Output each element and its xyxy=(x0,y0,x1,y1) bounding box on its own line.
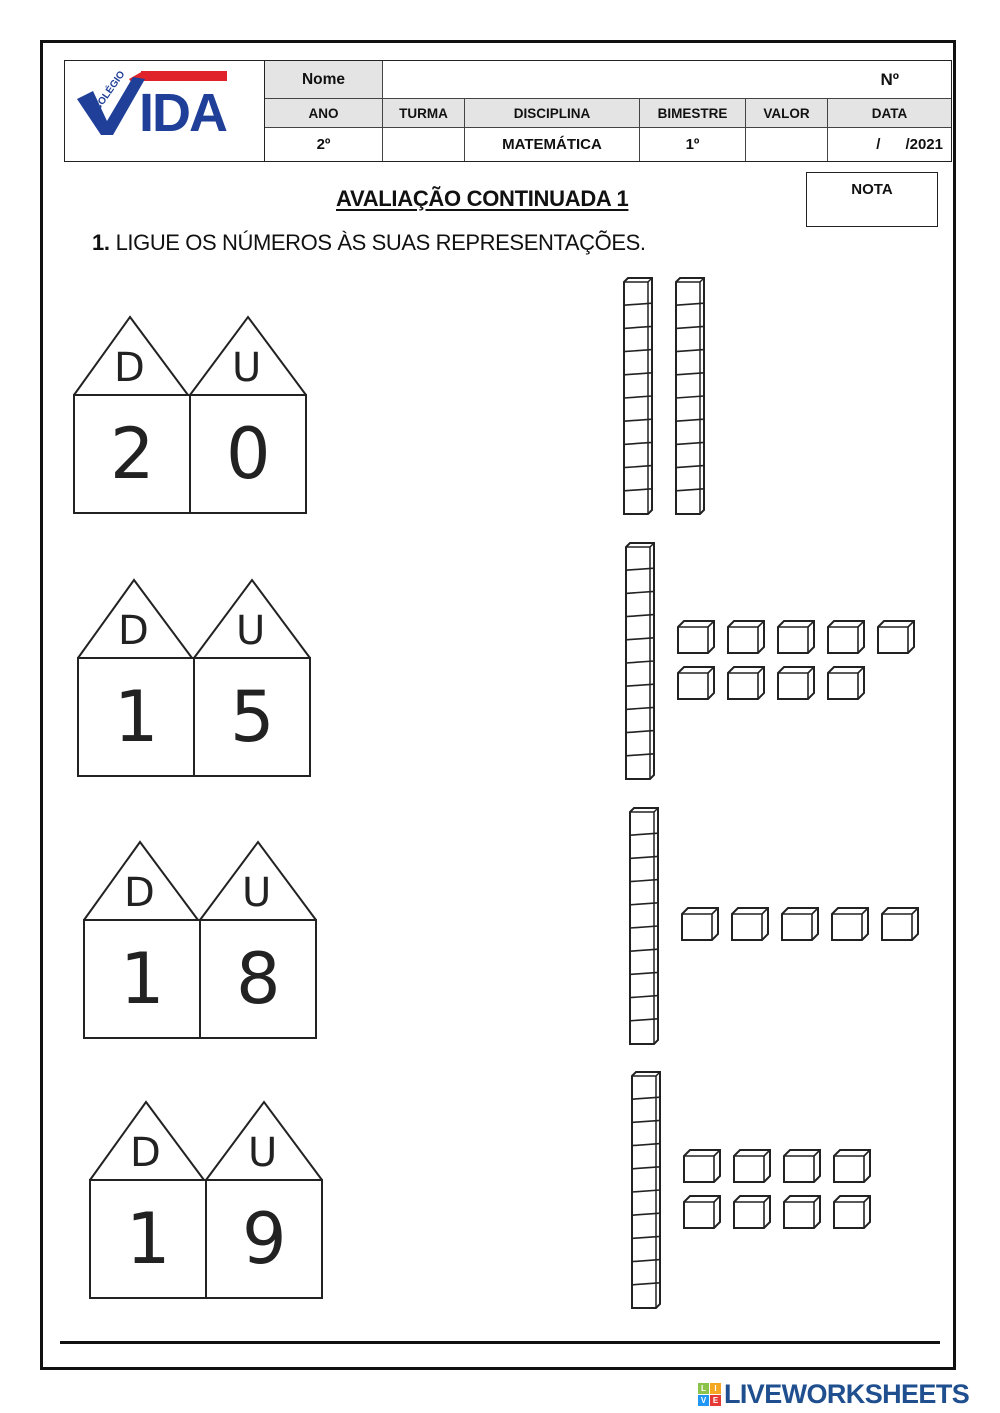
school-logo: COLÉGIO IDA xyxy=(65,61,265,161)
page-title: AVALIAÇÃO CONTINUADA 1 xyxy=(336,186,629,211)
worksheet-page xyxy=(40,40,956,1370)
tile-l: L xyxy=(698,1383,709,1394)
ten-rod-icon xyxy=(624,541,656,786)
valor-field[interactable] xyxy=(746,128,828,161)
numero-label: Nº xyxy=(880,69,900,89)
tens-digit: 1 xyxy=(114,676,159,758)
footer-rule xyxy=(60,1341,940,1344)
tens-label: D xyxy=(130,1130,161,1176)
unit-cube-icon xyxy=(726,665,766,706)
data-field[interactable]: / /2021 xyxy=(876,136,943,153)
unit-cube-icon xyxy=(676,665,716,706)
header-table: COLÉGIO IDA Nome Nº ANO TURMA DISCIPLINA… xyxy=(64,60,952,162)
unit-cube-icon xyxy=(776,619,816,660)
unit-cube-icon xyxy=(782,1148,822,1189)
unit-cube-icon xyxy=(680,906,720,947)
nome-label: Nome xyxy=(265,61,383,99)
unit-cube-icon xyxy=(832,1148,872,1189)
nome-field[interactable]: Nº xyxy=(383,61,951,99)
place-value-house[interactable]: D U 1 5 xyxy=(76,578,316,778)
question-1: 1.LIGUE OS NÚMEROS ÀS SUAS REPRESENTAÇÕE… xyxy=(92,230,646,256)
live-tiles-icon: L I V E xyxy=(698,1383,721,1406)
unit-cube-icon xyxy=(826,665,866,706)
unit-cube-icon xyxy=(682,1194,722,1235)
liveworksheets-brand: L I V E LIVEWORKSHEETS xyxy=(698,1379,970,1410)
house-outline-icon xyxy=(83,840,317,1039)
tens-label: D xyxy=(114,345,145,391)
col-valor: VALOR xyxy=(746,99,828,128)
tile-i: I xyxy=(710,1383,721,1394)
ten-rod-icon xyxy=(630,1070,662,1315)
brand-text: LIVEWORKSHEETS xyxy=(724,1379,970,1409)
units-label: U xyxy=(236,608,266,654)
units-digit: 5 xyxy=(230,676,275,758)
tens-label: D xyxy=(118,608,149,654)
disciplina-value: MATEMÁTICA xyxy=(465,128,640,161)
tile-e: E xyxy=(710,1395,721,1406)
unit-cube-icon xyxy=(676,619,716,660)
units-label: U xyxy=(242,870,272,916)
unit-cube-icon xyxy=(780,906,820,947)
house-outline-icon xyxy=(73,315,307,514)
place-value-house[interactable]: D U 2 0 xyxy=(72,315,312,515)
turma-field[interactable] xyxy=(383,128,465,161)
nota-label: NOTA xyxy=(851,181,893,198)
house-outline-icon xyxy=(77,578,311,777)
unit-cube-icon xyxy=(730,906,770,947)
unit-cube-icon xyxy=(732,1148,772,1189)
unit-cube-icon xyxy=(682,1148,722,1189)
unit-cube-icon xyxy=(830,906,870,947)
house-outline-icon xyxy=(89,1100,323,1299)
tens-digit: 1 xyxy=(120,938,165,1020)
unit-cube-icon xyxy=(880,906,920,947)
units-label: U xyxy=(232,345,262,391)
unit-cube-icon xyxy=(876,619,916,660)
col-turma: TURMA xyxy=(383,99,465,128)
unit-cube-icon xyxy=(826,619,866,660)
colegio-vida-logo-icon: COLÉGIO IDA xyxy=(77,68,229,143)
unit-cube-icon xyxy=(782,1194,822,1235)
unit-cube-icon xyxy=(832,1194,872,1235)
unit-cube-icon xyxy=(732,1194,772,1235)
unit-cube-icon xyxy=(726,619,766,660)
ten-rod-icon xyxy=(628,806,660,1051)
units-digit: 8 xyxy=(236,938,281,1020)
tens-digit: 1 xyxy=(126,1198,171,1280)
place-value-house[interactable]: D U 1 8 xyxy=(82,840,322,1040)
units-digit: 0 xyxy=(226,413,271,495)
tile-v: V xyxy=(698,1395,709,1406)
unit-cube-icon xyxy=(776,665,816,706)
col-data: DATA xyxy=(828,99,951,128)
question-text: LIGUE OS NÚMEROS ÀS SUAS REPRESENTAÇÕES. xyxy=(115,230,646,255)
tens-label: D xyxy=(124,870,155,916)
ten-rod-icon xyxy=(674,276,706,521)
units-digit: 9 xyxy=(242,1198,287,1280)
nota-box[interactable]: NOTA xyxy=(806,172,938,227)
tens-digit: 2 xyxy=(110,413,155,495)
ten-rod-icon xyxy=(622,276,654,521)
svg-text:IDA: IDA xyxy=(139,83,227,143)
question-number: 1. xyxy=(92,230,110,255)
ano-value: 2º xyxy=(265,128,383,161)
bimestre-value: 1º xyxy=(640,128,746,161)
col-ano: ANO xyxy=(265,99,383,128)
units-label: U xyxy=(248,1130,278,1176)
col-bimestre: BIMESTRE xyxy=(640,99,746,128)
place-value-house[interactable]: D U 1 9 xyxy=(88,1100,328,1300)
col-disciplina: DISCIPLINA xyxy=(465,99,640,128)
